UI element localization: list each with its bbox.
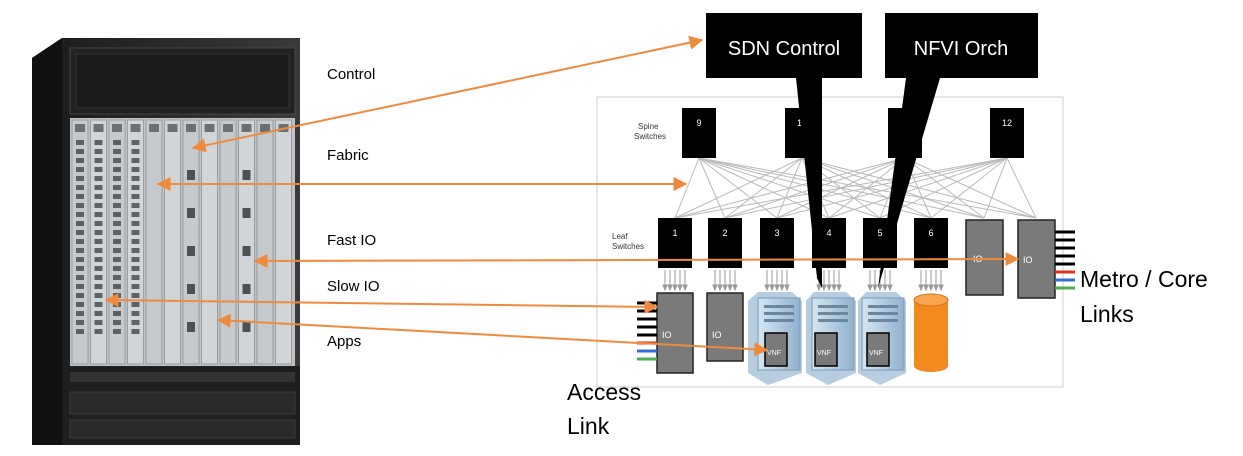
svg-text:12: 12 [1002,118,1012,128]
label-control: Control [327,66,375,83]
svg-text:IO: IO [1023,255,1033,265]
spine-switch-12: 12 [990,108,1024,158]
svg-text:1: 1 [672,228,677,238]
svg-text:VNF: VNF [767,350,781,357]
apps-arrow [216,313,769,357]
svg-text:3: 3 [774,228,779,238]
slow-io-arrow [104,293,659,314]
io-box-lower-1: IO [656,292,694,374]
spine-label-line1: Spine [638,122,659,131]
access-link-label-line2: Link [567,413,610,439]
leaf-label-line2: Switches [612,242,644,251]
spine-label-line2: Switches [634,132,666,141]
metro-core-label-line1: Metro / Core [1080,266,1208,292]
svg-text:6: 6 [928,228,933,238]
svg-text:IO: IO [662,330,672,340]
fast-io-arrow [253,252,1020,268]
metro-port-lines [1055,230,1075,290]
spine-switch-9: 9 [682,108,716,158]
storage-cylinder [913,293,949,372]
router-chassis [32,38,300,445]
leaf-downlink-arrows [662,270,944,292]
leaf-switch-6: 6 [914,218,948,268]
control-arrow [191,35,704,153]
mapping-arrows [104,35,1020,357]
svg-text:VNF: VNF [869,350,883,357]
svg-text:5: 5 [877,228,882,238]
svg-text:IO: IO [712,330,722,340]
nfvi-orch-callout: NFVI Orch [878,13,1038,288]
svg-text:SDN Control: SDN Control [728,38,840,60]
metro-core-label-line2: Links [1080,301,1134,327]
label-fabric: Fabric [327,147,369,164]
server-vnf-1: VNF [748,292,802,385]
svg-text:9: 9 [696,118,701,128]
label-fast-io: Fast IO [327,232,376,249]
io-box-upper-1: IO [965,219,1004,296]
svg-text:NFVI Orch: NFVI Orch [914,38,1008,60]
server-vnf-2: VNF [806,292,856,385]
svg-text:VNF: VNF [817,350,831,357]
svg-text:4: 4 [826,228,831,238]
server-vnf-3: VNF [858,292,906,385]
svg-text:2: 2 [722,228,727,238]
io-box-lower-2: IO [706,292,744,362]
leaf-label-line1: Leaf [612,232,628,241]
sdn-control-callout: SDN Control [706,13,862,288]
io-box-upper-2: IO [1017,219,1056,299]
access-link-label-line1: Access [567,379,641,405]
label-slow-io: Slow IO [327,278,380,295]
label-apps: Apps [327,333,361,350]
